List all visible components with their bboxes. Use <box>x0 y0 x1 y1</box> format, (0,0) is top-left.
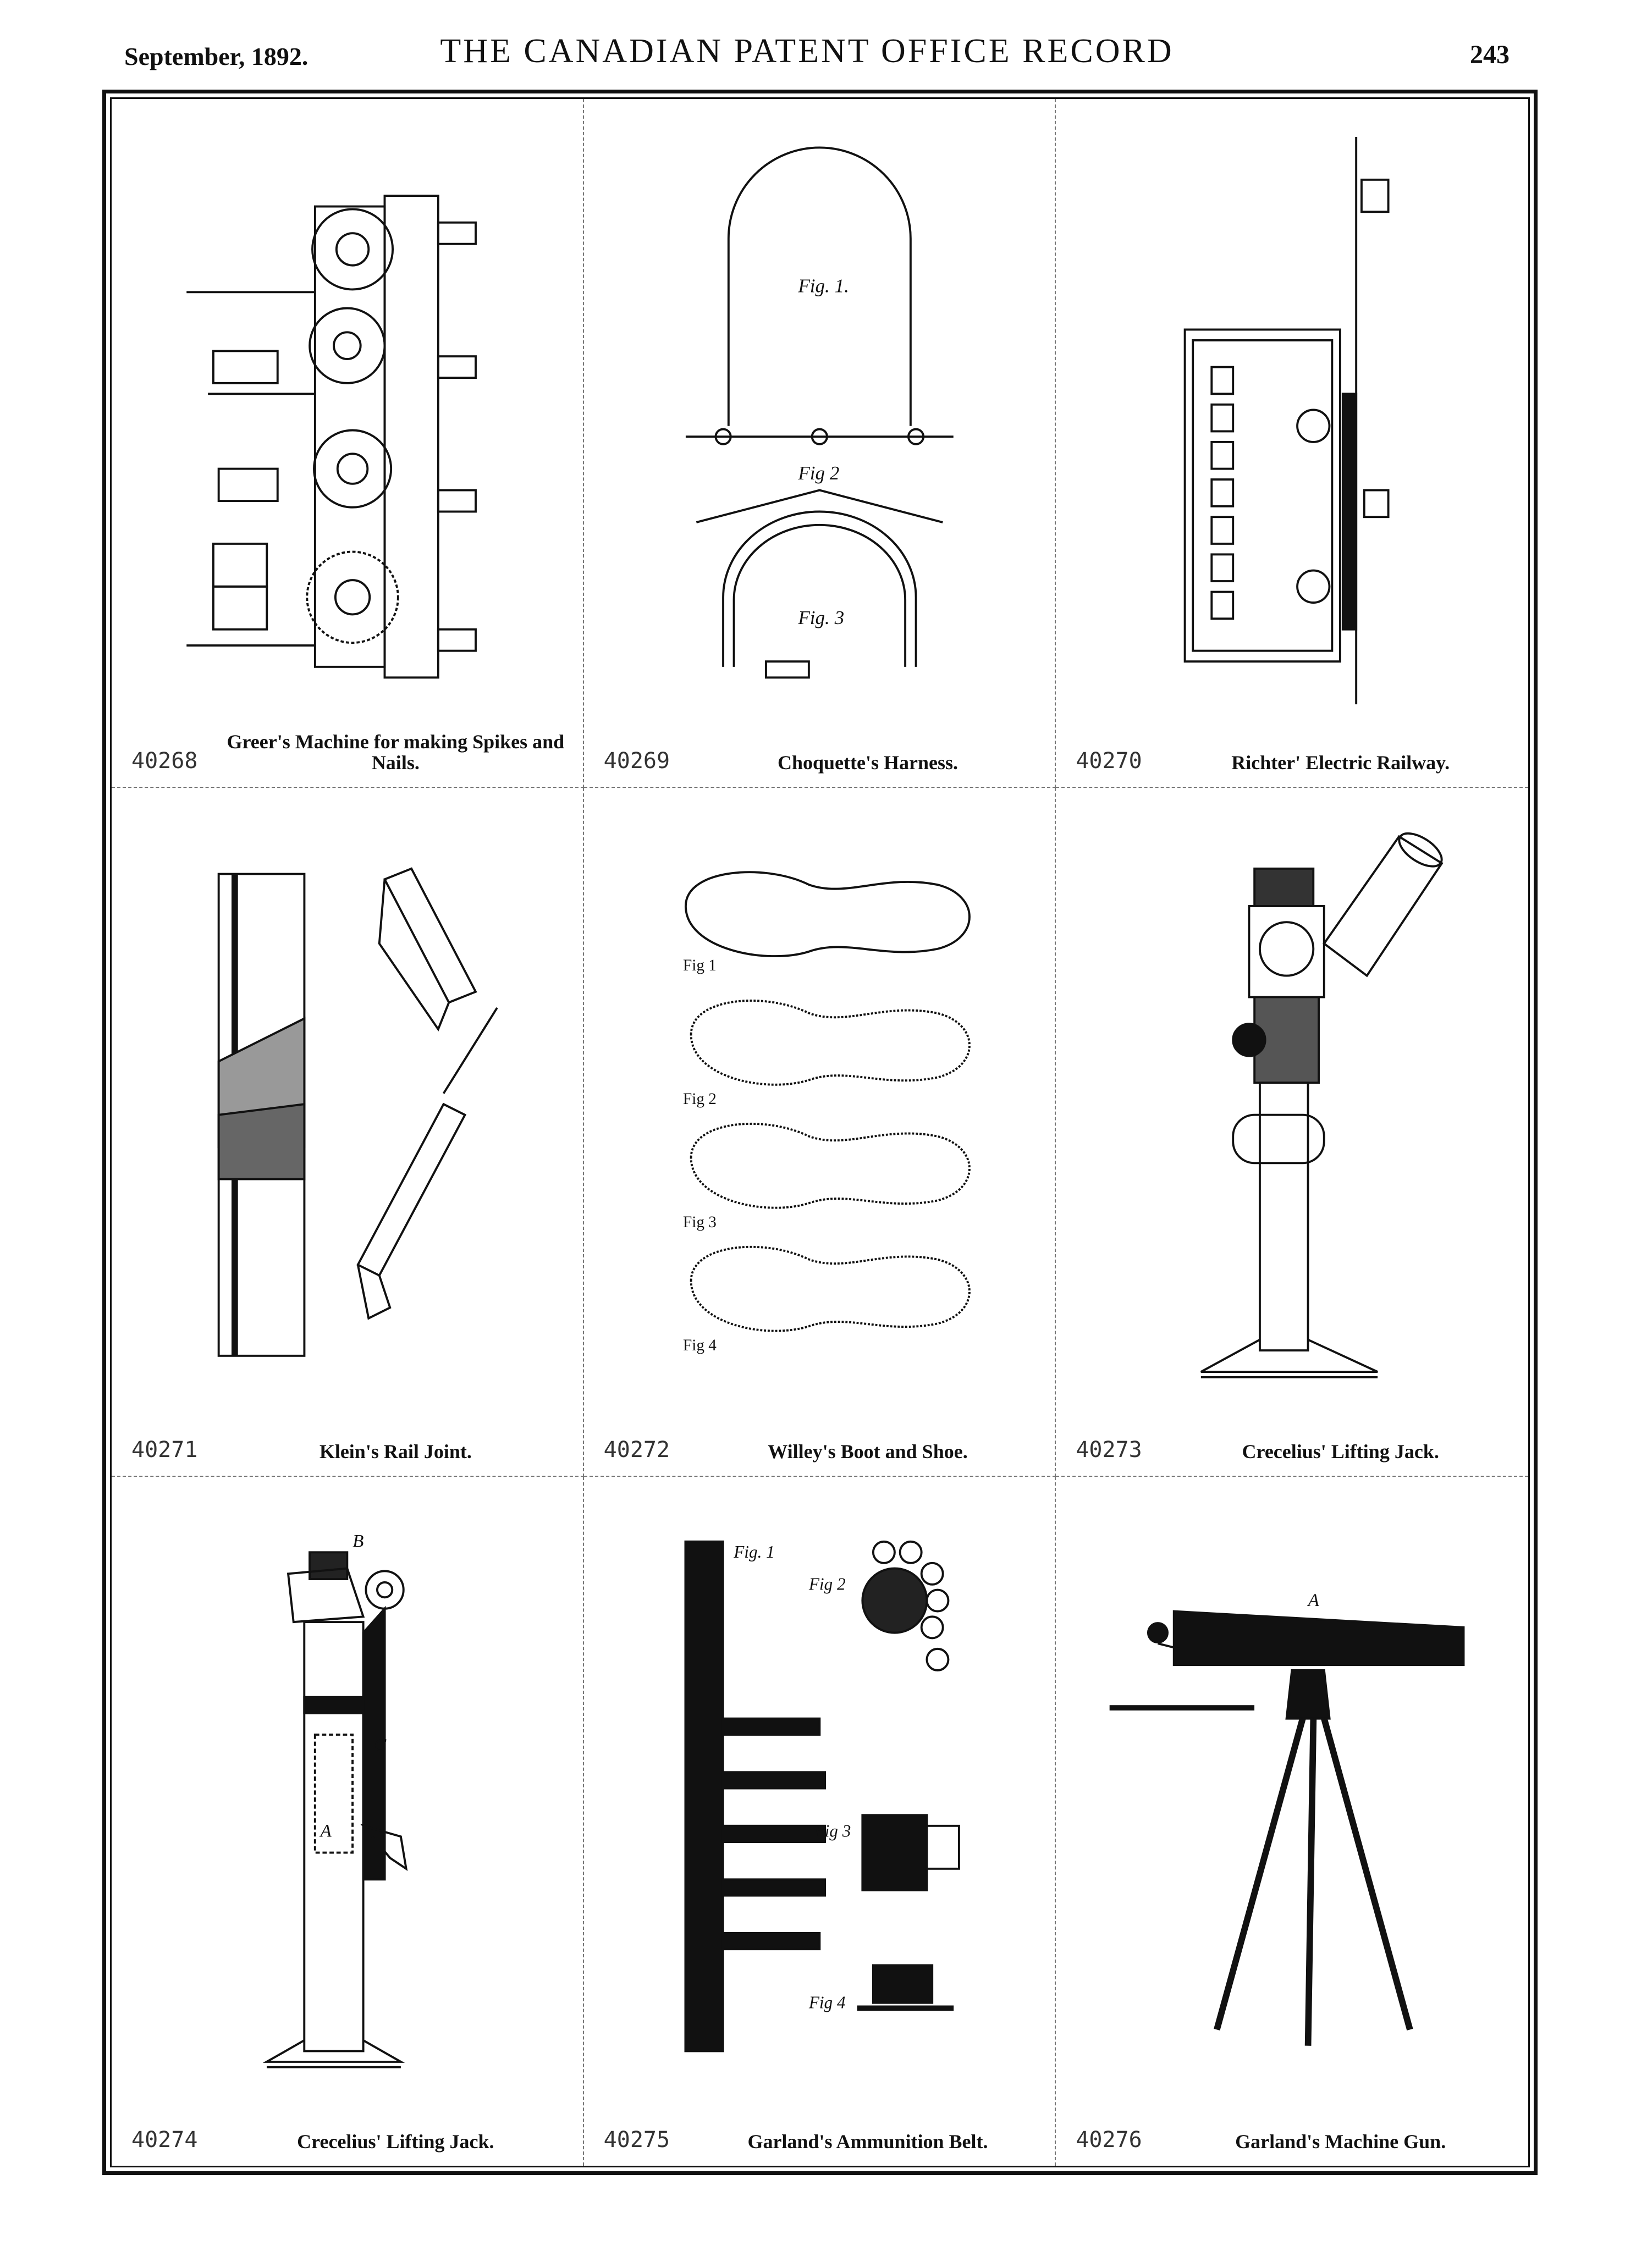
boot-fig4-label: Fig 4 <box>683 1337 717 1354</box>
boot-sole-drawing: Fig 1 Fig 2 Fig 3 Fig 4 <box>601 804 1039 1393</box>
patent-cell-40274: B C A 40274 Crecelius' Lifting Jack. <box>112 1477 584 2166</box>
boot-fig1-label: Fig 1 <box>683 957 717 974</box>
jack-label-b: B <box>352 1531 363 1552</box>
belt-fig3-label: Fig 3 <box>813 1821 851 1840</box>
spike-machine-drawing <box>128 115 566 704</box>
outer-border <box>102 90 1538 2175</box>
patent-caption: 40270 Richter' Electric Railway. <box>1076 719 1512 774</box>
lifting-jack-drawing-1 <box>1072 804 1512 1393</box>
patent-grid: 40268 Greer's Machine for making Spikes … <box>112 99 1528 2166</box>
belt-fig1-label: Fig. 1 <box>733 1542 775 1561</box>
lifting-jack-drawing-2: B C A <box>128 1493 566 2083</box>
patent-number: 40268 <box>131 748 198 774</box>
patent-number: 40270 <box>1076 748 1142 774</box>
ammunition-belt-drawing: Fig. 1 Fig 2 Fig 3 Fig 4 <box>601 1493 1039 2083</box>
patent-caption: 40276 Garland's Machine Gun. <box>1076 2098 1512 2153</box>
belt-fig4-label: Fig 4 <box>808 1993 845 2012</box>
publication-title: THE CANADIAN PATENT OFFICE RECORD <box>440 32 1174 70</box>
patent-number: 40273 <box>1076 1437 1142 1463</box>
jack-label-a: A <box>320 1820 332 1841</box>
patent-caption: 40273 Crecelius' Lifting Jack. <box>1076 1408 1512 1463</box>
patent-cell-40269: Fig. 1. Fig 2 Fig. 3 40269 Choquette's H… <box>583 99 1056 788</box>
patent-cell-40271: 40271 Klein's Rail Joint. <box>112 788 584 1477</box>
patent-cell-40276: A 40276 Garland's Machine Gun. <box>1056 1477 1528 2166</box>
patent-caption: 40271 Klein's Rail Joint. <box>131 1408 566 1463</box>
patent-cell-40273: 40273 Crecelius' Lifting Jack. <box>1056 788 1528 1477</box>
patent-title: Greer's Machine for making Spikes and Na… <box>227 731 565 774</box>
patent-cell-40270: 40270 Richter' Electric Railway. <box>1056 99 1528 788</box>
patent-title: Crecelius' Lifting Jack. <box>297 2131 494 2153</box>
patent-title: Crecelius' Lifting Jack. <box>1242 1441 1439 1463</box>
patent-number: 40272 <box>603 1437 670 1463</box>
inner-border <box>110 97 1530 2167</box>
issue-date: September, 1892. <box>124 42 309 70</box>
patent-caption: 40274 Crecelius' Lifting Jack. <box>131 2098 566 2153</box>
patent-number: 40271 <box>131 1437 198 1463</box>
electric-railway-drawing <box>1072 115 1512 704</box>
patent-cell-40275: Fig. 1 Fig 2 Fig 3 Fig 4 40275 Garland's… <box>584 1477 1056 2166</box>
harness-fig2-label: Fig 2 <box>797 462 839 484</box>
gun-label-a: A <box>1307 1590 1320 1610</box>
patent-number: 40269 <box>603 748 670 774</box>
patent-title: Choquette's Harness. <box>777 752 958 774</box>
page-number: 243 <box>1470 40 1510 69</box>
boot-fig2-label: Fig 2 <box>683 1090 717 1108</box>
patent-number: 40274 <box>131 2127 198 2153</box>
jack-label-c: C <box>374 1735 387 1755</box>
boot-fig3-label: Fig 3 <box>683 1213 717 1231</box>
harness-fig1-label: Fig. 1. <box>797 275 849 296</box>
patent-title: Willey's Boot and Shoe. <box>768 1441 968 1463</box>
machine-gun-drawing: A <box>1072 1493 1512 2083</box>
belt-fig2-label: Fig 2 <box>808 1575 845 1594</box>
patent-cell-40272: Fig 1 Fig 2 Fig 3 Fig 4 40272 Willey's B… <box>583 788 1056 1477</box>
patent-title: Garland's Machine Gun. <box>1235 2131 1446 2153</box>
page-header: September, 1892. THE CANADIAN PATENT OFF… <box>104 32 1510 92</box>
patent-caption: 40272 Willey's Boot and Shoe. <box>604 1408 1039 1463</box>
patent-caption: 40275 Garland's Ammunition Belt. <box>604 2098 1039 2153</box>
patent-cell-40268: 40268 Greer's Machine for making Spikes … <box>112 99 584 788</box>
patent-title: Klein's Rail Joint. <box>319 1441 472 1463</box>
patent-number: 40276 <box>1076 2127 1142 2153</box>
patent-title: Richter' Electric Railway. <box>1231 752 1450 774</box>
patent-title: Garland's Ammunition Belt. <box>747 2131 988 2153</box>
patent-number: 40275 <box>603 2127 670 2153</box>
harness-drawing: Fig. 1. Fig 2 Fig. 3 <box>601 115 1039 704</box>
patent-caption: 40269 Choquette's Harness. <box>604 719 1039 774</box>
patent-caption: 40268 Greer's Machine for making Spikes … <box>131 719 566 774</box>
rail-joint-drawing <box>128 804 566 1393</box>
harness-fig3-label: Fig. 3 <box>797 607 844 628</box>
